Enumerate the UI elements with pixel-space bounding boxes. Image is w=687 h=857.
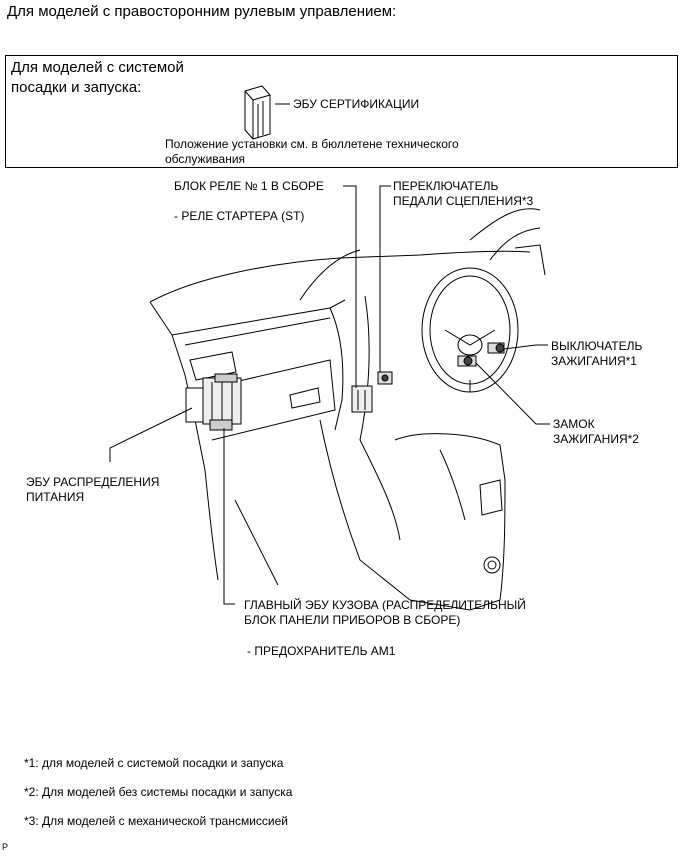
ignition-lock-icon xyxy=(457,355,477,367)
windshield-frame xyxy=(299,208,546,301)
callout-starter-relay: - РЕЛЕ СТАРТЕРА (ST) xyxy=(174,209,305,223)
inset-label-line1: Для моделей с системой xyxy=(11,59,184,76)
callout-power-ecu-line1: ЭБУ РАСПРЕДЕЛЕНИЯ xyxy=(26,475,160,489)
callout-relay-block: БЛОК РЕЛЕ № 1 В СБОРЕ xyxy=(174,179,324,193)
page-heading: Для моделей с правосторонним рулевым упр… xyxy=(7,3,397,20)
footnote-2: *2: Для моделей без системы посадки и за… xyxy=(24,785,293,799)
center-console xyxy=(394,433,506,611)
clutch-switch-icon xyxy=(377,371,393,385)
dashboard-outline xyxy=(149,250,531,601)
footnote-1: *1: для моделей с системой посадки и зап… xyxy=(24,756,284,770)
callout-clutch-switch-line2: ПЕДАЛИ СЦЕПЛЕНИЯ*3 xyxy=(393,194,534,208)
callout-body-ecu-line1: ГЛАВНЫЙ ЭБУ КУЗОВА (РАСПРЕДЕЛИТЕЛЬНЫЙ xyxy=(244,598,526,612)
callout-clutch-switch-line1: ПЕРЕКЛЮЧАТЕЛЬ xyxy=(393,179,499,193)
inset-note-line1: Положение установки см. в бюллетене техн… xyxy=(165,137,459,151)
footnote-3: *3: Для моделей с механической трансмисс… xyxy=(24,814,289,828)
power-distribution-ecu-icon xyxy=(185,373,242,425)
callout-power-ecu-line2: ПИТАНИЯ xyxy=(26,490,85,504)
callout-ignition-switch-line1: ВЫКЛЮЧАТЕЛЬ xyxy=(551,339,643,353)
certification-ecu-label: ЭБУ СЕРТИФИКАЦИИ xyxy=(293,97,420,111)
callout-ignition-lock-line2: ЗАЖИГАНИЯ*2 xyxy=(553,432,639,446)
callout-ignition-lock-line1: ЗАМОК xyxy=(553,417,595,431)
callout-fuse-am1: - ПРЕДОХРАНИТЕЛЬ AM1 xyxy=(247,644,396,658)
inset-box xyxy=(5,55,678,168)
leader-lines xyxy=(109,185,550,605)
certification-ecu-icon xyxy=(244,85,290,140)
ignition-switch-icon xyxy=(487,342,505,354)
body-ecu-icon xyxy=(209,419,233,431)
inset-label-line2: посадки и запуска: xyxy=(11,79,142,96)
callout-ignition-switch-line2: ЗАЖИГАНИЯ*1 xyxy=(551,354,637,368)
page-marker: P xyxy=(2,842,9,852)
relay-block-icon xyxy=(351,385,373,413)
inset-note-line2: обслуживания xyxy=(165,152,246,166)
callout-body-ecu-line2: БЛОК ПАНЕЛИ ПРИБОРОВ В СБОРЕ) xyxy=(244,613,461,627)
steering-wheel xyxy=(421,267,519,393)
